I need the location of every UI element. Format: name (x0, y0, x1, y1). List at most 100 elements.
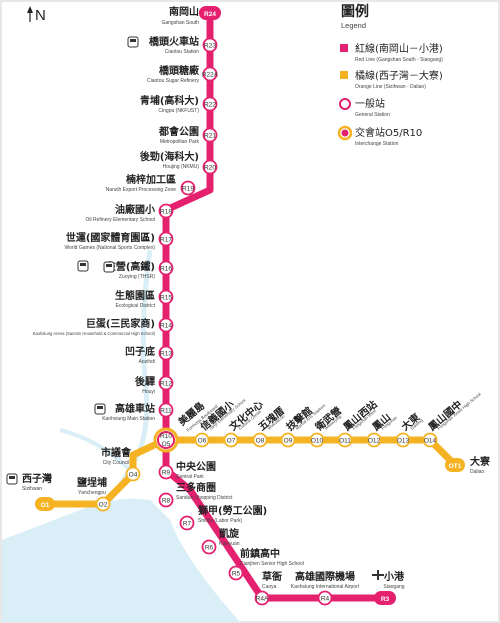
red-station-r7-code: R7 (183, 520, 192, 527)
red-station-r24-label: 南岡山 (169, 5, 199, 18)
red-station-r14-marker[interactable] (158, 317, 174, 333)
red-station-r17-code: R17 (160, 236, 172, 243)
red-station-r15-code: R15 (160, 294, 172, 301)
red-station-r9-code: R9 (162, 469, 171, 476)
legend: 圖例 Legend 紅線(南岡山－小港) Red Line (Gangshan … (337, 3, 443, 147)
orange-station-o7-code: O7 (227, 437, 236, 444)
red-station-r3-marker[interactable] (374, 591, 396, 605)
legend-orange-sub: Orange Line (Sizihwan - Daliao) (355, 84, 426, 90)
legend-title: 圖例 (341, 3, 369, 20)
red-station-r20-label-en: Houjing (NKMU) (163, 164, 200, 170)
orange-station-o1-label: 西子灣 (22, 472, 52, 485)
red-station-r17-label: 世運(國家體育園區) (66, 231, 155, 244)
red-station-r6-marker[interactable] (201, 539, 217, 555)
orange-station-o11-marker[interactable] (337, 432, 353, 448)
red-station-r23-train-icon-window (130, 39, 136, 42)
red-station-r14-code: R14 (160, 322, 172, 329)
orange-station-o7-marker[interactable] (223, 432, 239, 448)
legend-red-swatch (340, 44, 348, 52)
red-station-r4-airplane-icon (372, 570, 384, 580)
stations: R24R23R22AR22R21R20R19R18R17R16R15R14R13… (6, 5, 491, 606)
legend-interchange-icon (341, 129, 349, 137)
red-station-r3-label: 小港 (383, 570, 405, 583)
legend-general-label: 一般站 (355, 97, 385, 110)
orange-station-o12-marker[interactable] (366, 432, 382, 448)
red-station-r23-label: 橋頭火車站 (149, 35, 199, 48)
red-station-r20-marker[interactable] (202, 159, 218, 175)
interchange-marker[interactable] (157, 431, 175, 449)
red-station-r4-marker[interactable] (317, 590, 333, 606)
red-station-r3-label-en: Siaogang (383, 584, 404, 590)
red-station-r23-marker[interactable] (202, 37, 218, 53)
red-station-r9-marker[interactable] (158, 464, 174, 480)
red-station-r24-marker[interactable] (199, 6, 221, 20)
orange-station-o6-code: O6 (198, 437, 207, 444)
red-station-r13-marker[interactable] (158, 345, 174, 361)
red-station-r22a-marker[interactable] (202, 66, 218, 82)
orange-station-o14-marker[interactable] (422, 432, 438, 448)
legend-interchange-label: 交會站O5/R10 (355, 126, 422, 139)
red-station-r16-code: R16 (160, 265, 172, 272)
red-station-r19-marker[interactable] (180, 180, 196, 196)
legend-interchange-sub: Interchange Station (355, 141, 399, 147)
legend-title-en: Legend (341, 21, 366, 30)
orange-station-o10-marker[interactable] (309, 432, 325, 448)
red-station-r4a-label-en: Caoya (262, 584, 277, 590)
orange-station-o4-marker[interactable] (125, 466, 141, 482)
canal (59, 428, 132, 472)
red-station-r17-marker[interactable] (158, 231, 174, 247)
red-station-r18-marker[interactable] (158, 203, 174, 219)
legend-orange-swatch (340, 71, 348, 79)
red-station-r7-marker[interactable] (179, 515, 195, 531)
orange-station-ot1-marker[interactable] (445, 458, 465, 472)
red-station-r4a-marker[interactable] (254, 590, 270, 606)
orange-station-o9-marker[interactable] (280, 432, 296, 448)
red-station-r21-marker[interactable] (202, 127, 218, 143)
red-station-r11-label: 高雄車站 (115, 402, 155, 415)
red-station-r4-label: 高雄國際機場 (295, 570, 355, 583)
orange-station-o12-code: O12 (368, 437, 381, 444)
red-station-r8-code: R8 (162, 497, 171, 504)
red-station-r22-marker[interactable] (202, 96, 218, 112)
orange-station-o6-marker[interactable] (194, 432, 210, 448)
red-station-r15-marker[interactable] (158, 289, 174, 305)
orange-station-o1-label-en: Sizihwan (22, 486, 42, 492)
red-station-r12-marker[interactable] (158, 375, 174, 391)
red-station-r22-label: 青埔(高科大) (140, 94, 199, 107)
red-station-r11-marker[interactable] (158, 402, 174, 418)
red-station-r17-label-en: World Games (National Sports Complex) (65, 245, 156, 251)
red-station-r21-code: R21 (204, 132, 216, 139)
red-station-r5-marker[interactable] (228, 565, 244, 581)
orange-station-o9-code: O9 (284, 437, 293, 444)
red-station-r8-marker[interactable] (158, 492, 174, 508)
red-station-r22a-label: 橋頭糖廠 (159, 64, 200, 77)
red-station-r15-label-en: Ecological District (116, 303, 156, 309)
red-station-r16-train-icon-window (80, 263, 86, 266)
red-station-r13-label-en: Aozihdi (139, 359, 155, 365)
red-station-r16-hsr-icon-window (106, 264, 112, 267)
legend-red-label: 紅線(南岡山－小港) (355, 42, 443, 55)
red-station-r13-label: 凹子底 (125, 345, 155, 358)
red-station-r16-marker[interactable] (158, 260, 174, 276)
orange-station-o8-marker[interactable] (252, 432, 268, 448)
orange-station-o4-label: 市議會 (101, 446, 132, 459)
red-station-r12-label: 後驛 (135, 375, 155, 388)
orange-station-o1-marker[interactable] (35, 497, 55, 511)
orange-station-o4-code: O4 (129, 471, 138, 478)
orange-station-o13-marker[interactable] (395, 432, 411, 448)
orange-station-o2-marker[interactable] (95, 496, 111, 512)
red-station-r24-code: R24 (204, 11, 216, 18)
interchange-code-r10: R10 (160, 433, 172, 440)
red-station-r11-label-en: Kaohsiung Main Station (102, 416, 155, 422)
red-station-r22-label-en: Cingpu (NKFUST) (158, 108, 199, 114)
red-station-r5-label-en: Cianjhen Senior High School (240, 561, 304, 567)
legend-orange-label: 橘線(西子灣－大寮) (355, 69, 443, 82)
north-arrow-head-icon (27, 6, 33, 13)
red-station-r19-label: 楠梓加工區 (125, 173, 176, 186)
red-station-r5-code: R5 (232, 570, 241, 577)
red-station-r18-label-en: Oil Refinery Elementary School (86, 217, 155, 223)
red-station-r19-code: R19 (182, 185, 194, 192)
red-station-r8-label: 三多商圈 (176, 481, 216, 494)
